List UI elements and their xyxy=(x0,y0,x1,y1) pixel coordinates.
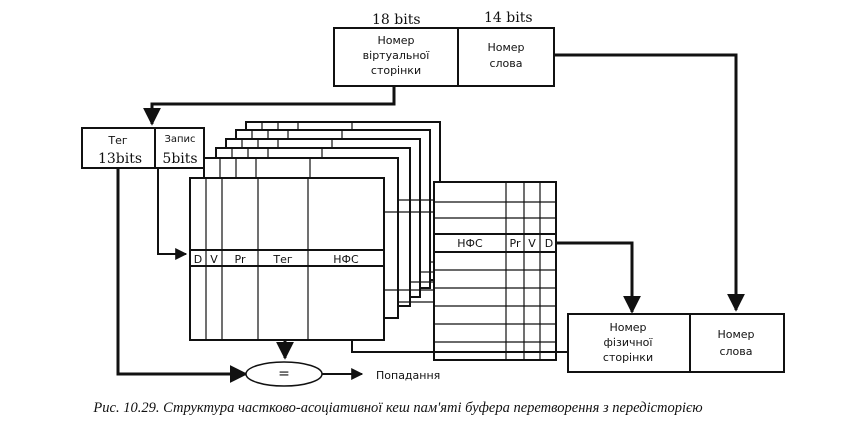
bits-18-label: 18 bits xyxy=(372,12,421,28)
tag-header-pr: Pr xyxy=(235,253,246,266)
index-register xyxy=(81,127,205,169)
data-header-pr: Pr xyxy=(510,237,521,250)
physical-word-label-2: слова xyxy=(719,345,752,358)
hit-select-line xyxy=(351,340,568,353)
tag-bits-label: 13bits xyxy=(98,151,142,167)
virtual-word-label-2: слова xyxy=(489,57,522,70)
tag-header-nfs: НФС xyxy=(333,253,359,266)
figure-caption: Рис. 10.29. Структура частково-асоціатив… xyxy=(92,400,702,416)
physical-page-label-3: сторінки xyxy=(603,351,653,364)
record-field-label: Запис xyxy=(164,134,195,145)
tag-compare-arrow xyxy=(116,168,248,383)
vpn-to-index-arrow xyxy=(143,86,396,126)
data-header-d: D xyxy=(545,237,553,250)
comparator-symbol: = xyxy=(278,366,290,382)
data-array xyxy=(433,181,557,361)
bits-14-label: 14 bits xyxy=(484,10,533,26)
ppn-output-arrow xyxy=(556,241,641,314)
data-header-nfs: НФС xyxy=(457,237,483,250)
tag-array-columns xyxy=(190,178,384,340)
physical-word-label-1: Номер xyxy=(717,328,754,341)
physical-page-label-2: фізичної xyxy=(604,336,654,349)
physical-address-register xyxy=(567,313,785,373)
virtual-address-register xyxy=(333,27,555,87)
physical-page-label-1: Номер xyxy=(609,321,646,334)
way-connectors xyxy=(384,199,434,303)
virtual-word-label-1: Номер xyxy=(487,41,524,54)
tag-header-tag: Тег xyxy=(272,253,292,266)
virtual-page-label-2: віртуальної xyxy=(363,49,431,62)
record-index-arrow xyxy=(157,168,188,260)
tag-header-v: V xyxy=(210,253,218,266)
tag-header-d: D xyxy=(194,253,202,266)
virtual-page-label-1: Номер xyxy=(377,34,414,47)
word-offset-arrow xyxy=(554,53,745,312)
tag-field-label: Тег xyxy=(107,134,127,147)
data-header-v: V xyxy=(528,237,536,250)
hit-label: Попадання xyxy=(376,369,440,382)
record-bits-label: 5bits xyxy=(162,151,197,167)
virtual-page-label-3: сторінки xyxy=(371,64,421,77)
